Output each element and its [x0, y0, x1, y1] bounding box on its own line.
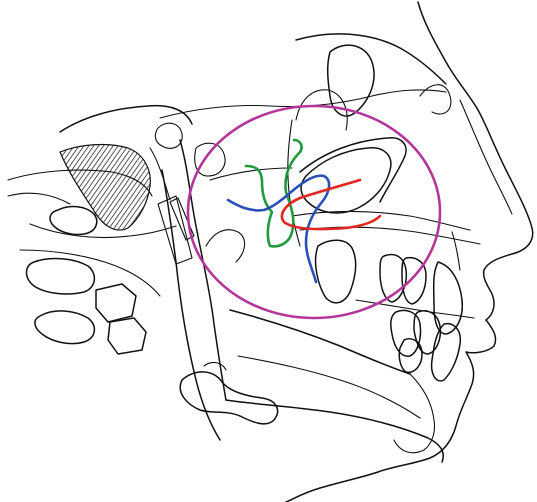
coronoid-process — [206, 230, 245, 262]
incisor-root-line — [452, 232, 460, 270]
occipital-loop — [155, 123, 182, 148]
lower-incisor — [432, 324, 461, 381]
anterior-cranial-base — [160, 90, 446, 118]
occiput-outline — [60, 106, 192, 132]
nose-inner-line — [460, 100, 512, 214]
hyoid-bone — [180, 372, 277, 424]
vertebra-c3 — [35, 311, 94, 344]
vertebra-c2 — [27, 259, 95, 294]
cranial-curve-left — [8, 193, 70, 204]
mandibular-symphysis — [394, 374, 435, 453]
nasal-floor — [292, 212, 470, 231]
vertebra-body-b — [108, 318, 146, 354]
hatched-occipital-region — [60, 145, 150, 231]
maxillary-sinus — [301, 148, 391, 213]
vertebra-body-a — [96, 284, 136, 322]
mandibular-body-upper — [230, 310, 410, 374]
frontal-sinus — [420, 85, 451, 114]
condyle — [195, 143, 225, 176]
zygomatic-process — [296, 90, 347, 130]
ramus-posterior-border — [180, 140, 226, 400]
spinal-line — [30, 224, 176, 238]
soft-tissue-lips-chin — [378, 320, 496, 472]
orbit-outline — [328, 45, 374, 116]
molar-lower-a — [391, 311, 421, 357]
vertebra-c1 — [50, 207, 97, 235]
hyoid-inner — [204, 363, 226, 370]
green-outline-pterygoid — [246, 140, 302, 246]
mandibular-canal — [238, 356, 420, 418]
soft-tissue-neck — [286, 472, 378, 502]
upper-molar — [316, 240, 356, 303]
cervical-inner-line — [150, 148, 170, 200]
